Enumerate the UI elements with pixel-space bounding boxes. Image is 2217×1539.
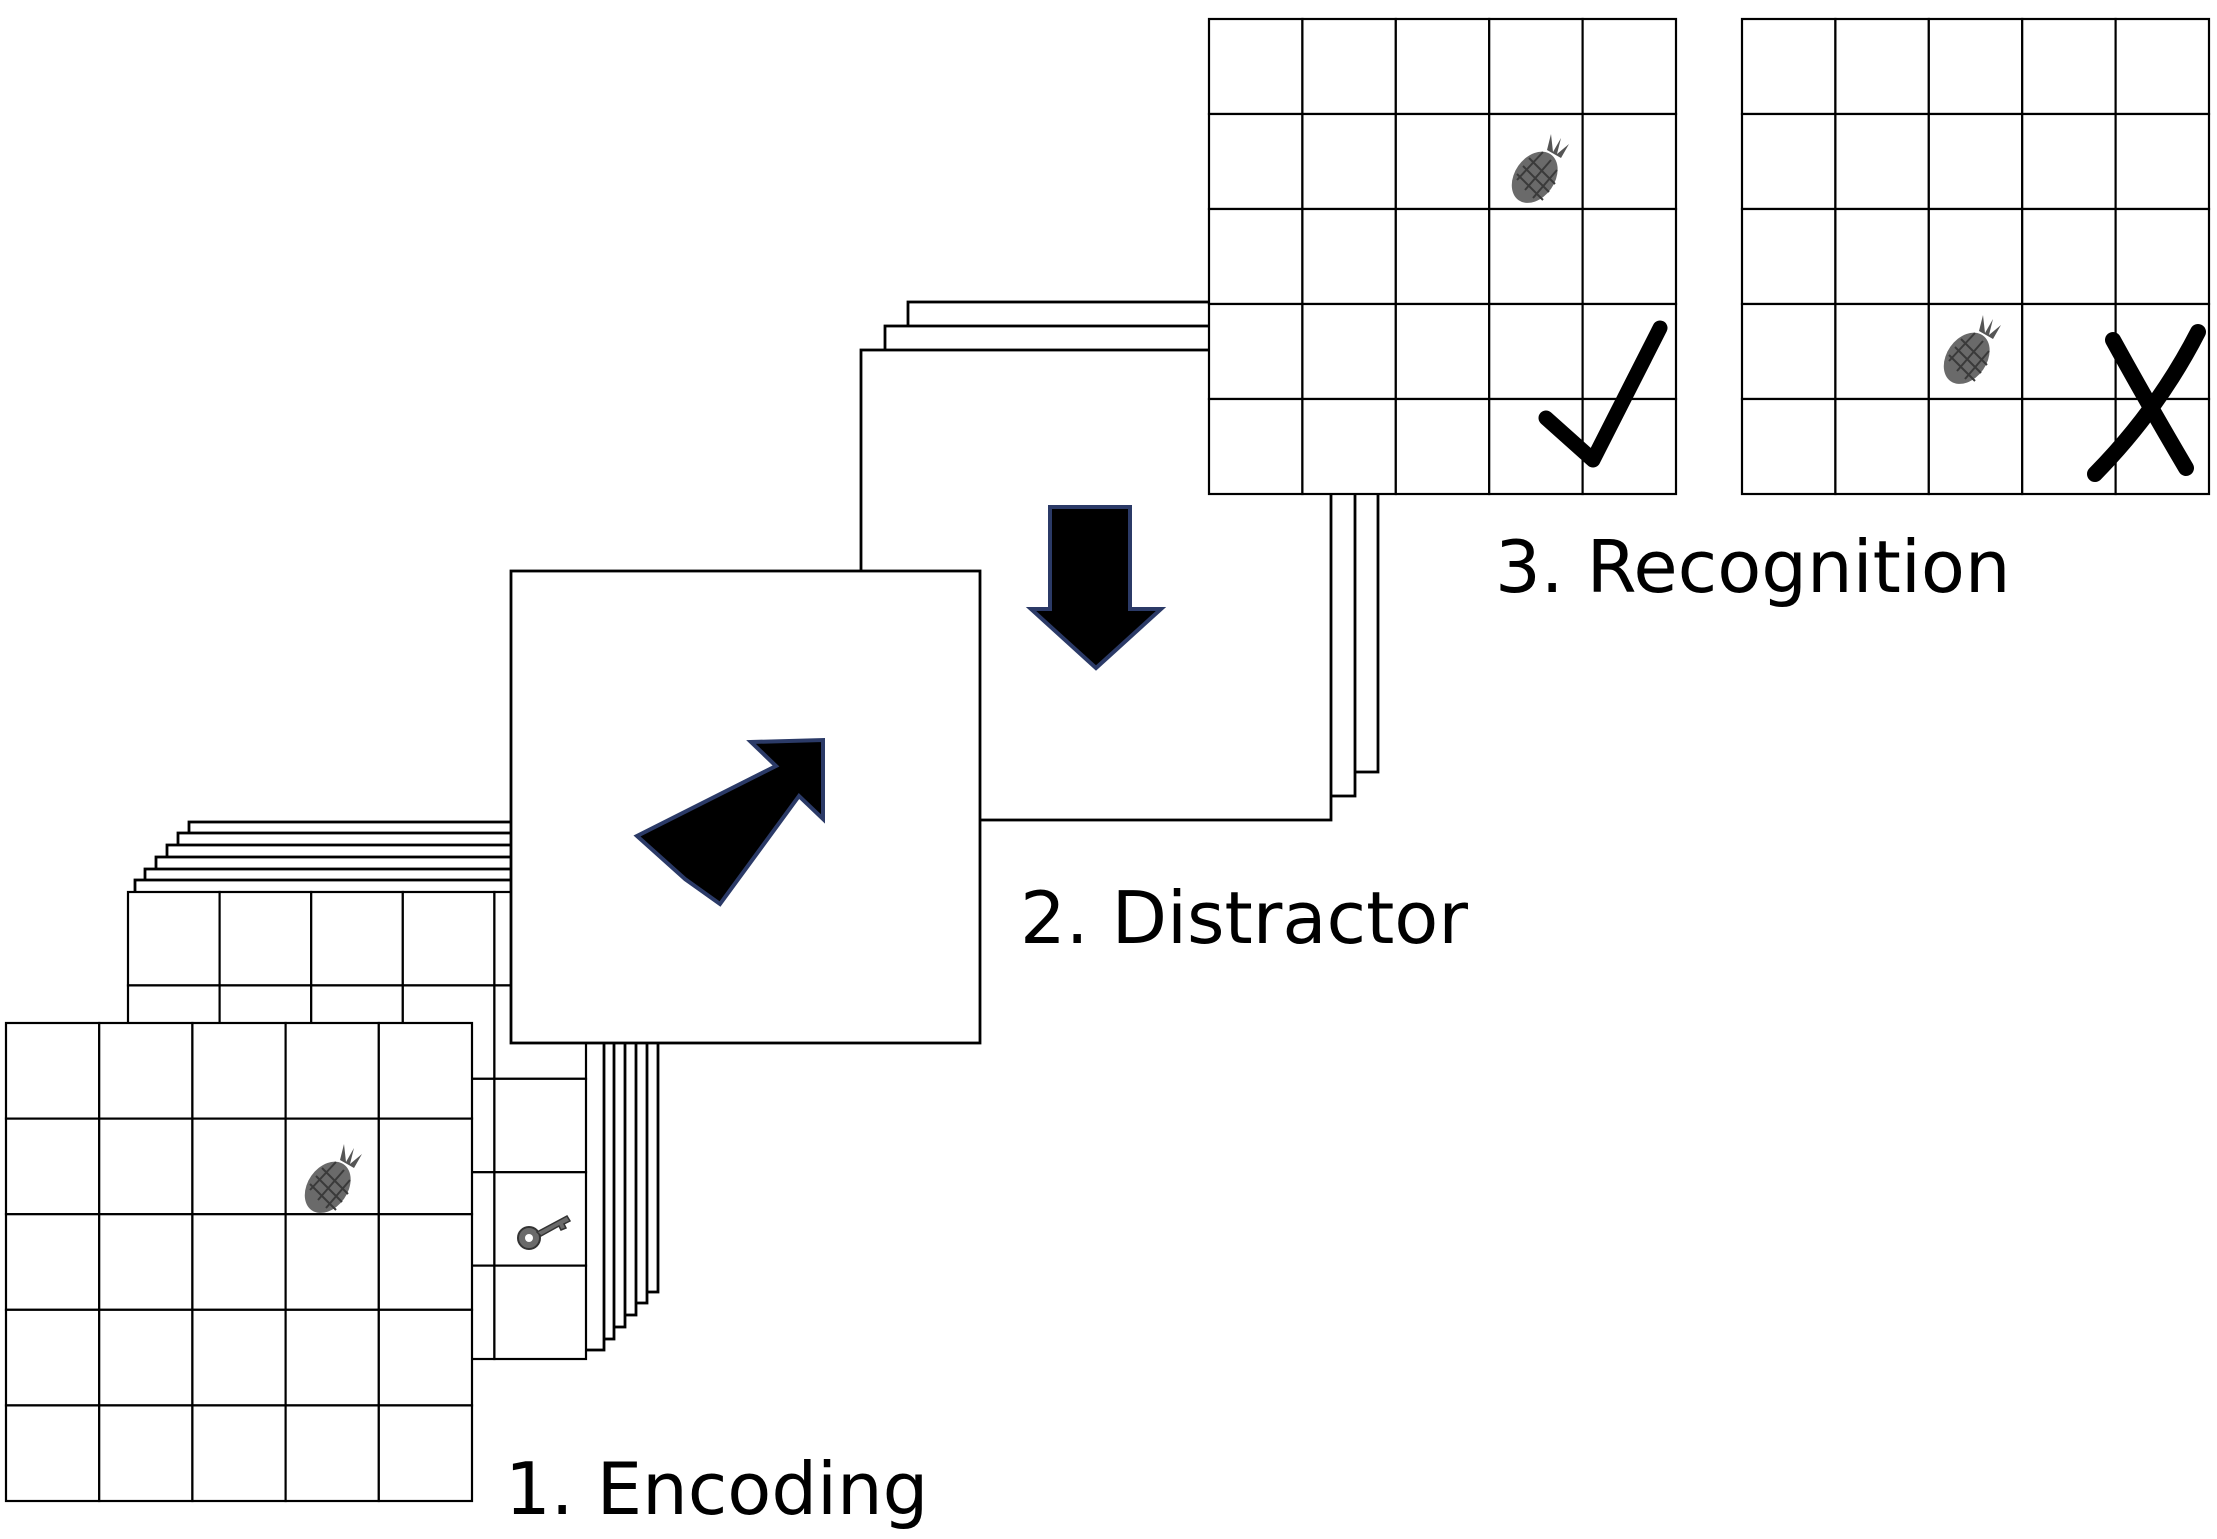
grid-cell (1207, 207, 1304, 306)
grid-cell (1740, 207, 1837, 306)
grid-cell (2021, 112, 2117, 211)
grid-cell (284, 1021, 380, 1120)
grid-cell (284, 1404, 380, 1503)
grid-cell (2114, 17, 2211, 116)
grid-cell (1301, 397, 1397, 496)
grid-cell (1834, 112, 1930, 211)
grid-cell (191, 1117, 287, 1216)
grid-cell (377, 1021, 474, 1120)
grid-cell (1834, 302, 1930, 401)
grid-cell (1394, 112, 1491, 211)
distractor-stack (509, 300, 1380, 1045)
grid-cell (1394, 302, 1491, 401)
grid-cell (1301, 302, 1397, 401)
encoding-label: 1. Encoding (505, 1447, 928, 1531)
encoding-grid-front (4, 1021, 474, 1503)
grid-cell (1581, 17, 1678, 116)
grid-cell (1207, 302, 1304, 401)
grid-cell (310, 890, 404, 987)
grid-cell (4, 1308, 101, 1407)
grid-cell (98, 1213, 194, 1311)
grid-cell (1927, 17, 2024, 116)
grid-cell (1394, 397, 1491, 496)
grid-cell (191, 1308, 287, 1407)
grid-cell (493, 1077, 588, 1174)
grid-cell (1927, 207, 2024, 306)
grid-cell (4, 1021, 101, 1120)
grid-cell (2021, 17, 2117, 116)
grid-cell (1207, 17, 1304, 116)
grid-cell (377, 1308, 474, 1407)
grid-cell (1927, 112, 2024, 211)
grid-cell (1488, 207, 1584, 306)
grid-cell (1834, 207, 1930, 306)
recognition-grid-incorrect (1740, 17, 2211, 496)
grid-cell (1301, 17, 1397, 116)
recognition-panels (1207, 17, 2211, 496)
grid-cell (191, 1404, 287, 1503)
grid-cell (98, 1308, 194, 1407)
cross-mark-icon (2087, 324, 2206, 482)
grid-cell (4, 1117, 101, 1216)
grid-cell (1834, 397, 1930, 496)
grid-cell (4, 1404, 101, 1503)
grid-cell (1488, 17, 1584, 116)
grid-cell (401, 890, 496, 987)
grid-cell (493, 1171, 588, 1267)
grid-cell (126, 890, 221, 987)
grid-cell (493, 1264, 588, 1361)
grid-cell (2114, 112, 2211, 211)
grid-cell (2021, 302, 2117, 401)
grid-cell (1301, 207, 1397, 306)
arrow-up-right-icon (633, 737, 825, 907)
grid-cell (98, 1117, 194, 1216)
grid-cell (1927, 397, 2024, 496)
grid-cell (218, 890, 313, 987)
check-mark-icon (1538, 320, 1668, 468)
grid-cell (2021, 207, 2117, 306)
grid-cell (1740, 397, 1837, 496)
grid-cell (1488, 302, 1584, 401)
grid-cell (1740, 302, 1837, 401)
grid-cell (191, 1021, 287, 1120)
grid-cell (1834, 17, 1930, 116)
grid-cell (1207, 112, 1304, 211)
grid-cell (2114, 207, 2211, 306)
recognition-grid-correct (1207, 17, 1678, 496)
grid-cell (1740, 112, 1837, 211)
grid-cell (377, 1213, 474, 1311)
arrow-down-icon (1025, 505, 1167, 671)
grid-cell (98, 1021, 194, 1120)
grid-cell (377, 1404, 474, 1503)
recognition-label: 3. Recognition (1495, 525, 2011, 609)
grid-cell (284, 1308, 380, 1407)
grid-cell (1207, 397, 1304, 496)
grid-cell (1740, 17, 1837, 116)
grid-cell (1394, 17, 1491, 116)
grid-cell (377, 1117, 474, 1216)
grid-cell (284, 1213, 380, 1311)
grid-cell (1581, 207, 1678, 306)
grid-cell (98, 1404, 194, 1503)
distractor-label: 2. Distractor (1020, 876, 1468, 960)
grid-cell (1301, 112, 1397, 211)
encoding-stack (4, 820, 660, 1503)
grid-cell (191, 1213, 287, 1311)
grid-cell (1581, 112, 1678, 211)
grid-cell (2021, 397, 2117, 496)
grid-cell (1394, 207, 1491, 306)
grid-cell (4, 1213, 101, 1311)
